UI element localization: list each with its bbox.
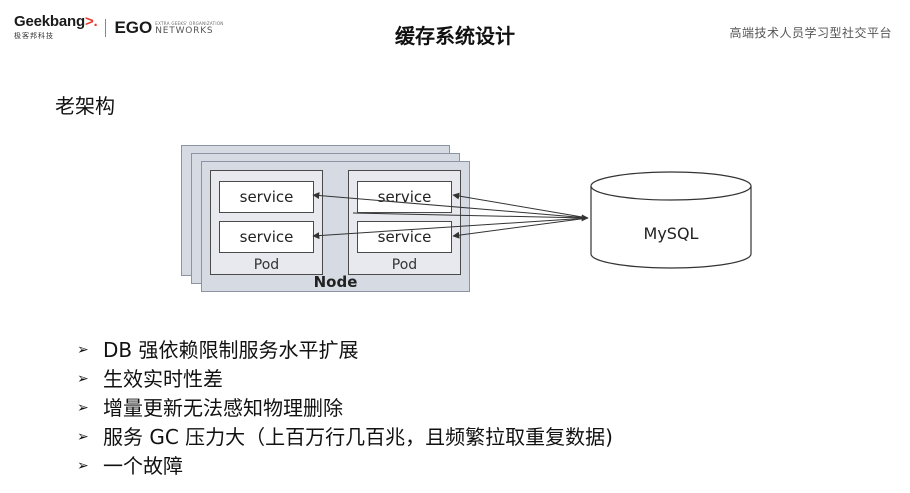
geekbang-logo: Geekbang>. 极客邦科技 [14, 13, 98, 41]
ego-networks-text: NETWORKS [155, 25, 214, 36]
service-box: service [357, 181, 452, 213]
pod-label: Pod [253, 257, 280, 273]
service-box: service [357, 221, 452, 253]
bullet-arrow-icon: ➢ [77, 400, 89, 416]
list-item: ➢增量更新无法感知物理删除 [77, 394, 613, 423]
list-item: ➢DB 强依赖限制服务水平扩展 [77, 336, 613, 365]
connector-arrow [452, 217, 589, 239]
geekbang-wordmark: Geekbang>. [14, 13, 98, 30]
database-cylinder [590, 171, 752, 269]
bullet-arrow-icon: ➢ [77, 429, 89, 445]
pod-label: Pod [391, 257, 418, 273]
ego-small-text: EXTRA GEEKS' ORGANIZATION [155, 20, 224, 26]
page-title: 缓存系统设计 [395, 24, 515, 48]
connector-arrow [352, 212, 589, 222]
pod-left: service service Pod [210, 170, 323, 275]
bullet-arrow-icon: ➢ [77, 458, 89, 474]
ego-wordmark: EGO [114, 18, 153, 37]
node-label: Node [313, 273, 358, 291]
tagline: 高端技术人员学习型社交平台 [729, 26, 892, 40]
logo: Geekbang>. 极客邦科技 EGO EXTRA GEEKS' ORGANI… [14, 13, 224, 41]
section-subtitle: 老架构 [55, 94, 115, 118]
list-item: ➢生效实时性差 [77, 365, 613, 394]
ego-networks: EXTRA GEEKS' ORGANIZATION NETWORKS [155, 21, 223, 36]
bullet-arrow-icon: ➢ [77, 342, 89, 358]
database-label: MySQL [643, 224, 699, 243]
list-item: ➢服务 GC 压力大（上百万行几百兆，且频繁拉取重复数据) [77, 423, 613, 452]
connector-arrow [312, 192, 589, 219]
pod-right: service service Pod [348, 170, 461, 275]
service-box: service [219, 181, 314, 213]
connector-arrow [452, 192, 589, 219]
issue-list: ➢DB 强依赖限制服务水平扩展 ➢生效实时性差 ➢增量更新无法感知物理删除 ➢服… [77, 336, 613, 481]
connector-arrow [312, 217, 589, 240]
geekbang-subtext: 极客邦科技 [14, 32, 54, 40]
list-item: ➢一个故障 [77, 452, 613, 481]
bullet-arrow-icon: ➢ [77, 371, 89, 387]
logo-divider [105, 19, 107, 37]
node: service service Pod service service Pod … [201, 161, 470, 292]
